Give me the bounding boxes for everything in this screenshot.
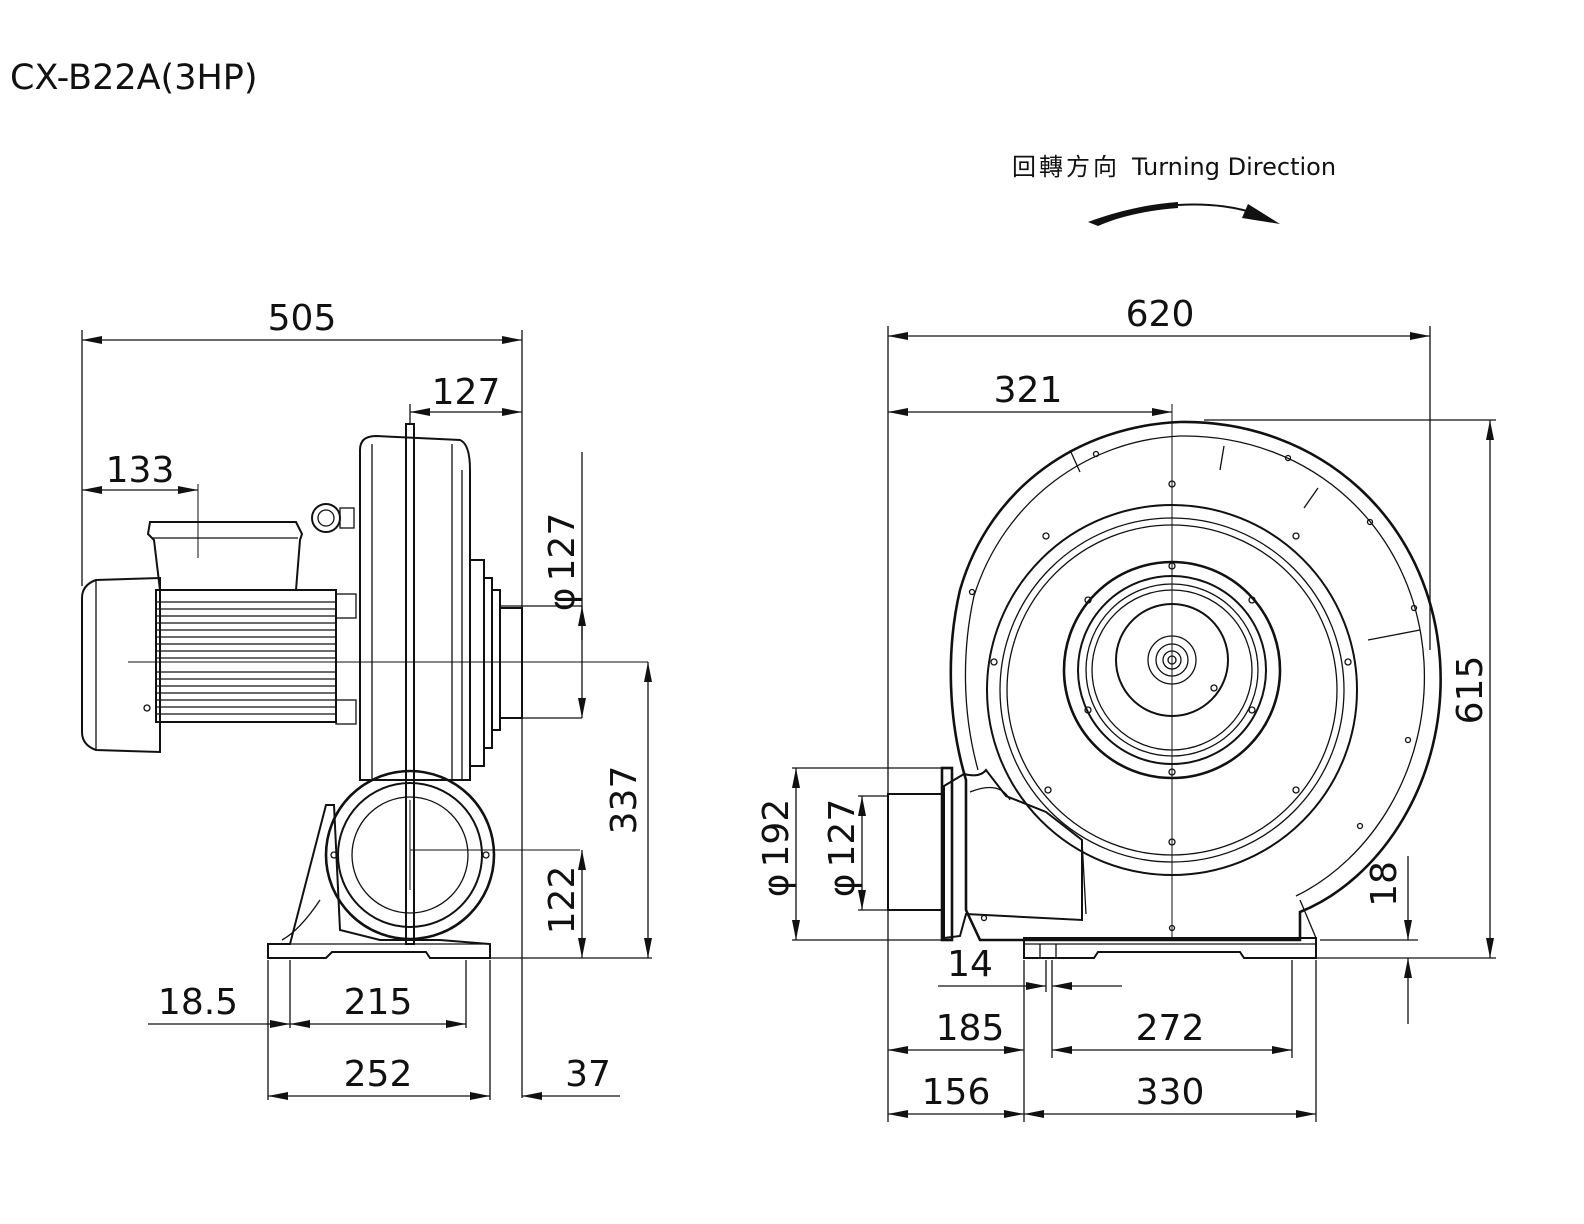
side-dimension-lines: [82, 336, 652, 1100]
bolt-holes: [968, 450, 1418, 932]
dim-18-5: 18.5: [158, 982, 238, 1023]
drawing-title: CX-B22A(3HP): [10, 58, 258, 98]
dim-620: 620: [1126, 294, 1195, 335]
diameter-symbol: φ: [756, 873, 797, 897]
blower-housing: [359, 434, 471, 781]
front-dimension-lines: [792, 332, 1494, 1118]
dim-321: 321: [994, 370, 1063, 411]
motor-end-cap: [81, 576, 161, 754]
motor-fins: [156, 601, 336, 715]
side-extension-lines: [81, 330, 652, 1100]
side-view: 505 127 133 φ127 337 122 18.5 215 252 37: [81, 298, 652, 1100]
dim-156: 156: [922, 1072, 991, 1113]
outlet-pipe: [887, 793, 943, 911]
dim-215: 215: [344, 982, 413, 1023]
inlet-pipe: [499, 607, 523, 719]
dim-505: 505: [268, 298, 337, 339]
dim-252: 252: [344, 1054, 413, 1095]
dim-330: 330: [1136, 1072, 1205, 1113]
diameter-symbol: φ: [822, 873, 863, 897]
lifting-eye: [311, 503, 341, 533]
terminal-box: [146, 521, 304, 591]
dim-outlet-diameter: φ127: [822, 799, 863, 897]
dim-133: 133: [106, 450, 175, 491]
motor-body: [155, 589, 337, 723]
front-extension-lines: [792, 326, 1496, 1122]
dim-outlet-flange-diameter: φ192: [756, 799, 797, 897]
side-base: [267, 804, 491, 959]
volute-segments: [1069, 445, 1421, 915]
turning-direction-cn: 回轉方向: [1012, 153, 1120, 181]
dim-337: 337: [604, 766, 645, 835]
dim-14: 14: [947, 944, 993, 985]
dim-inlet-diameter: φ127: [542, 513, 583, 611]
front-view: 620 321 615 φ192 φ127 18 14 185 272 156 …: [756, 294, 1496, 1122]
volute-housing: [949, 420, 1442, 942]
dim-185: 185: [936, 1008, 1005, 1049]
turning-direction-en: Turning Direction: [1132, 153, 1337, 181]
dim-37: 37: [565, 1054, 611, 1095]
dim-272: 272: [1136, 1008, 1205, 1049]
front-base: [1023, 937, 1317, 959]
dim-127-top: 127: [432, 372, 501, 413]
turning-direction-arrow: [1088, 202, 1280, 226]
dim-18: 18: [1364, 861, 1405, 907]
outlet-duct: [943, 768, 1083, 940]
turning-direction-label: 回轉方向 Turning Direction: [1012, 147, 1336, 182]
dim-615: 615: [1450, 656, 1491, 725]
dim-122: 122: [542, 866, 583, 935]
diameter-symbol: φ: [542, 587, 583, 611]
